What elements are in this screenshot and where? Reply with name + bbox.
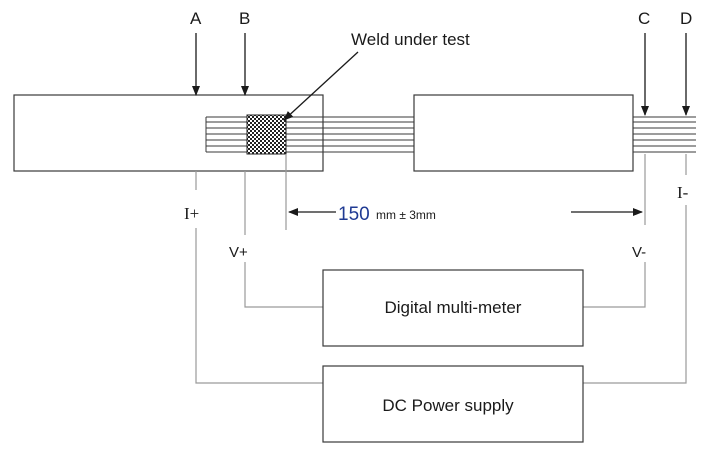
conductor-strands-left [205, 116, 414, 153]
probe-c-label: C [638, 9, 650, 28]
weld-callout-arrow [283, 51, 359, 121]
connector-wires [195, 154, 687, 384]
probe-a-label: A [190, 9, 202, 28]
v-minus-label: V- [632, 244, 646, 261]
v-plus-label: V+ [229, 244, 248, 261]
weld-block [246, 114, 287, 155]
right-busbar [413, 94, 634, 172]
power-supply-label: DC Power supply [382, 396, 514, 415]
probe-d-label: D [680, 9, 692, 28]
power-supply-box [322, 365, 584, 443]
distance-value: 150 [338, 204, 370, 225]
multimeter-label: Digital multi-meter [385, 298, 522, 317]
i-minus-label: I- [677, 183, 689, 202]
multimeter-box [322, 269, 584, 347]
weld-under-test-label: Weld under test [351, 30, 470, 49]
probe-b-label: B [239, 9, 250, 28]
i-plus-label: I+ [184, 204, 199, 223]
conductor-strands-right [633, 116, 696, 153]
distance-tolerance: mm ± 3mm [376, 208, 436, 222]
